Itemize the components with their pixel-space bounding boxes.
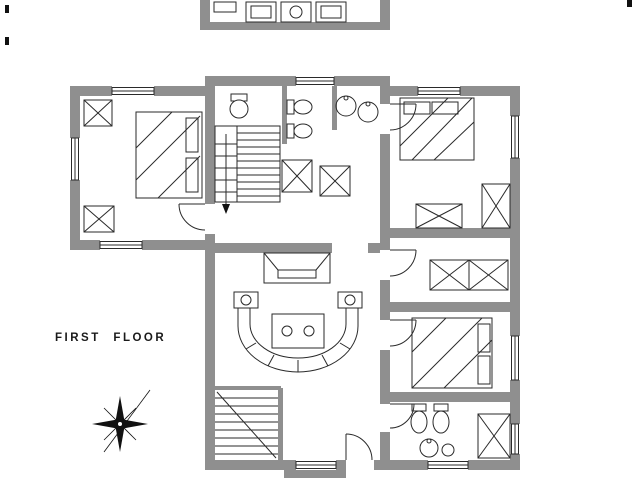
sink (419, 438, 455, 458)
fireplace (263, 252, 331, 284)
shower (281, 159, 351, 197)
line-drawing (71, 1, 519, 469)
first-floor-label: FIRST FLOOR (55, 332, 166, 344)
compass-rose-icon (92, 389, 151, 453)
shower (477, 413, 511, 459)
coffee-table (271, 313, 325, 349)
corner-marks (5, 0, 632, 45)
wardrobe (429, 259, 509, 291)
wardrobe (83, 99, 115, 233)
bed (411, 317, 493, 389)
wardrobe (415, 183, 511, 229)
bed (135, 111, 203, 199)
bed (399, 97, 475, 161)
sofa-set (233, 291, 363, 373)
toilet (410, 403, 450, 434)
stairs-lower (215, 391, 278, 459)
upper-annex-fixtures (213, 1, 347, 23)
sink (335, 95, 379, 123)
window (71, 77, 519, 469)
door-arc (178, 103, 417, 461)
toilet (229, 93, 313, 139)
stairs-upper (214, 125, 281, 214)
